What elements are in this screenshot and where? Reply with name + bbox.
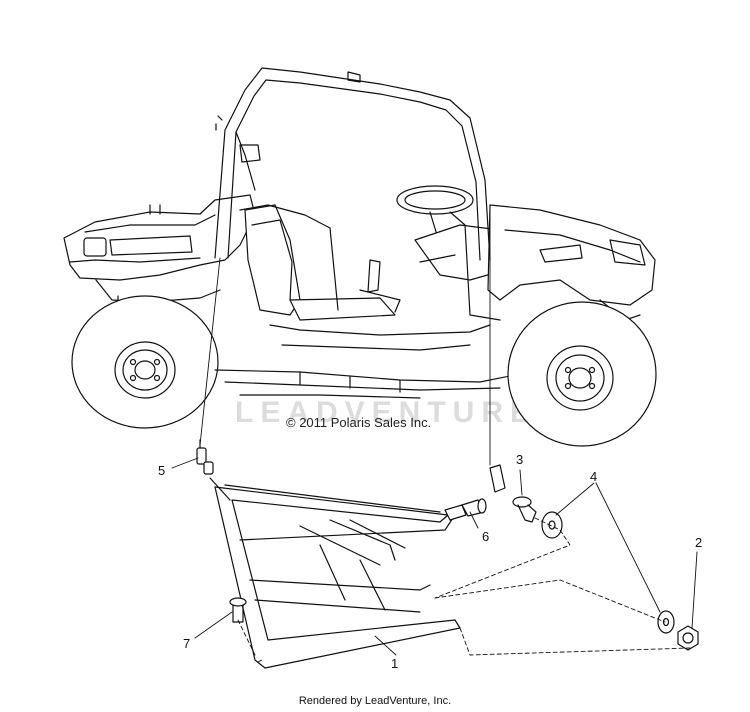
callout-5: 5 — [158, 463, 166, 478]
watermark: LEADVENTURE — [235, 396, 538, 429]
latch-part-6 — [444, 498, 487, 521]
callout-4: 4 — [590, 469, 598, 484]
seats — [244, 204, 401, 321]
vehicle-chassis — [214, 324, 511, 399]
latch-part-5 — [196, 439, 214, 475]
callout-7: 7 — [183, 636, 191, 651]
bolt-part-7 — [229, 597, 247, 623]
nut-part-2 — [677, 625, 699, 651]
roll-cage — [214, 67, 501, 321]
dashboard — [396, 185, 506, 281]
door-frame — [209, 477, 461, 669]
rear-wheel — [71, 295, 219, 429]
callout-1: 1 — [391, 656, 399, 671]
callout-2: 2 — [695, 535, 703, 550]
callout-3: 3 — [516, 452, 524, 467]
copyright-text: © 2011 Polaris Sales Inc. — [286, 415, 432, 430]
front-wheel — [507, 301, 657, 447]
assembly-dashed-lines — [237, 517, 691, 663]
vehicle-front-body — [487, 204, 656, 321]
washer-part-4-upper — [541, 511, 563, 539]
washer-part-4-lower — [657, 610, 675, 634]
footer-text: Rendered by LeadVenture, Inc. — [298, 695, 452, 707]
callout-6: 6 — [482, 529, 490, 544]
leader-lines — [171, 204, 698, 656]
push-rivet-part-3 — [489, 464, 537, 523]
